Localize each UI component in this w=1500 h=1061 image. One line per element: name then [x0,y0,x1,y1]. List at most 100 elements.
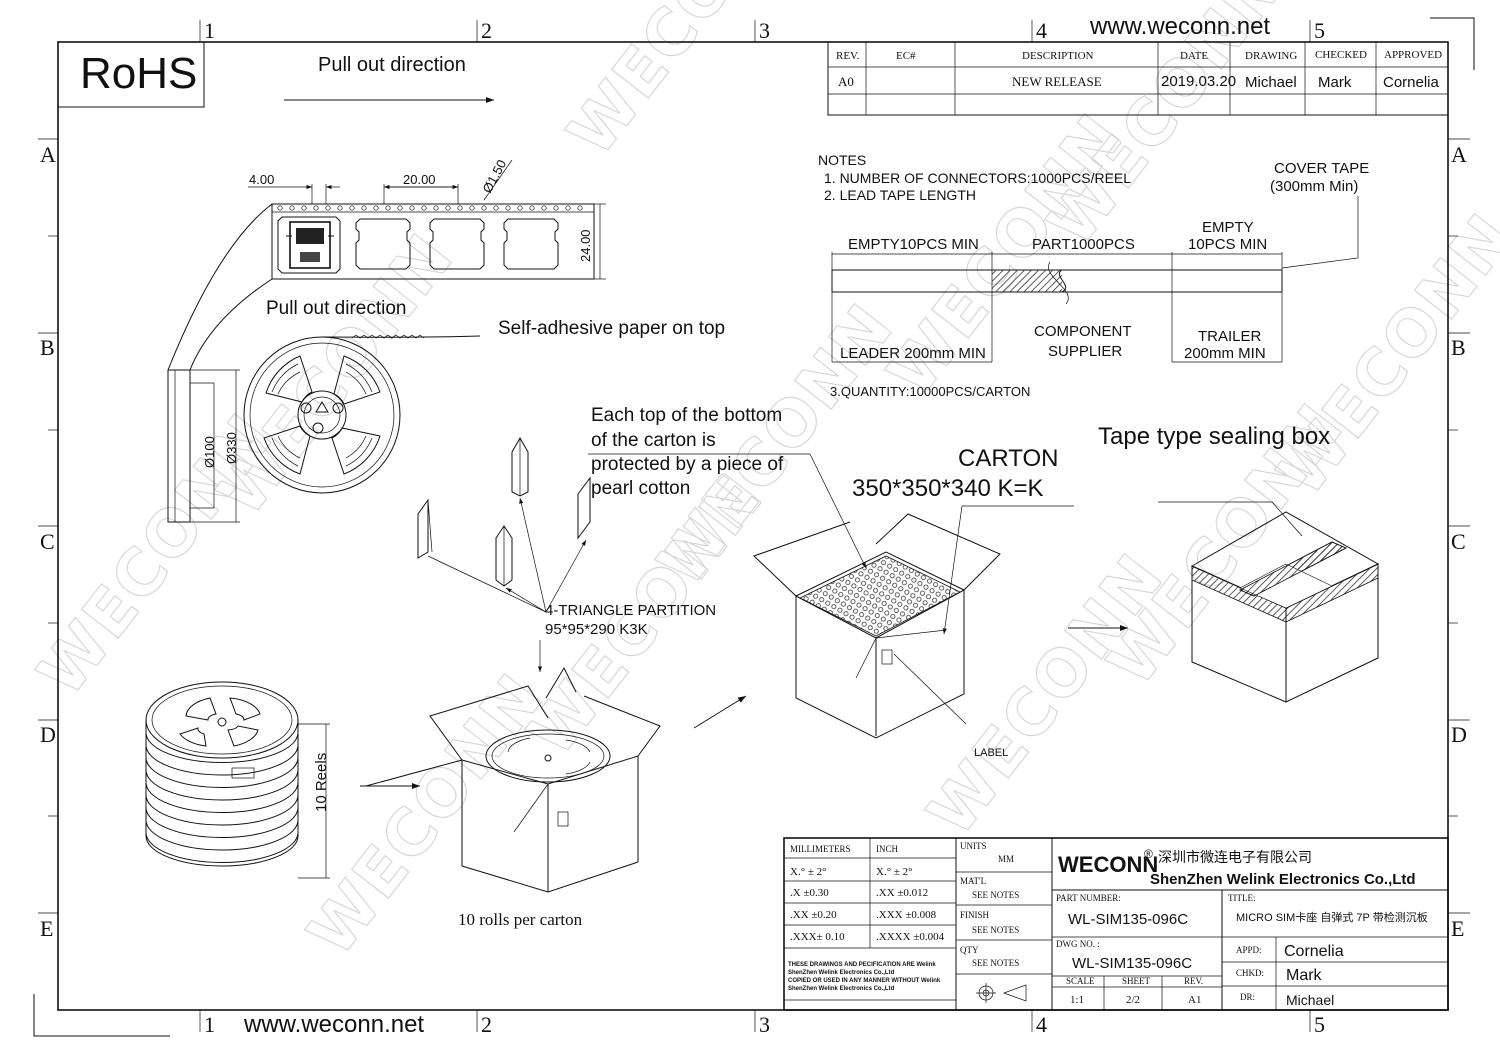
grid-row-e: E [40,916,53,941]
rev-value-rev: A0 [838,74,854,89]
tb-chkd-value: Mark [1286,967,1323,984]
grid-row-c: C [1451,529,1466,554]
sprocket-hole [517,205,523,211]
tb-tol-in-3: .XXXX ±0.004 [876,931,945,943]
rev-header-drawing: DRAWING [1245,50,1297,62]
rev-value-checked: Mark [1318,74,1352,91]
stacked-reel-edge [145,832,299,863]
sprocket-hole [313,205,319,211]
stacked-reel-edge [145,757,299,788]
tb-dr-label: DR: [1240,992,1255,1002]
stacked-reel-edge [145,732,299,763]
tb-tol-in-2: .XXX ±0.008 [876,909,937,921]
grid-labels: 1 2 3 4 5 1 2 3 4 5 A B C D E A B C D E [40,18,1467,1037]
rev-value-date: 2019.03.20 [1161,73,1236,90]
tb-finish-value: SEE NOTES [972,925,1019,935]
tb-dr-value: Michael [1286,992,1334,1008]
sprocket-hole [277,205,283,211]
grid-row-e: E [1451,916,1464,941]
tb-chkd-label: CHKD: [1236,968,1264,978]
stacked-reel-edge [145,782,299,813]
stacked-reel-edge [145,744,299,776]
grid-col-1: 1 [204,18,215,43]
sprocket-hole [577,205,583,211]
tb-units-value: MM [998,854,1014,864]
tb-tol-in-0: X.° ± 2° [876,866,913,878]
pearl-cotton-line-4: pearl cotton [591,478,690,499]
grid-row-d: D [40,722,56,747]
note-1: 1. NUMBER OF CONNECTORS:1000PCS/REEL [824,170,1131,186]
pull-out-direction-tape: Pull out direction [266,298,406,319]
tb-matl-label: MAT'L [960,876,986,886]
tb-tol-mm-2: .XX ±0.20 [790,909,837,921]
sprocket-hole [301,205,307,211]
rohs-box [57,41,205,108]
tb-qty-label: QTY [960,945,979,955]
tb-brand-logo: WECONN [1058,852,1158,877]
watermark-text: WECONN [914,540,1178,849]
notes-title: NOTES [818,152,866,168]
dim-hub-diameter: Ø100 [202,436,217,468]
partition-label: 4-TRIANGLE PARTITION [545,602,716,619]
watermark-text: WECONN [554,0,818,170]
pearl-cotton-line-1: Each top of the bottom [591,405,782,426]
sealing-box-label: Tape type sealing box [1098,423,1330,450]
cover-tape-min: (300mm Min) [1270,178,1358,195]
sprocket-hole [361,205,367,211]
sprocket-hole [349,205,355,211]
tb-disclaimer-2: ShenZhen Welink Electronics Co.,Ltd [788,970,895,976]
part-count-label: PART1000PCS [1032,236,1135,253]
empty-end-min: 10PCS MIN [1188,236,1267,253]
sprocket-hole [325,205,331,211]
tb-registered-mark: ® [1144,847,1153,861]
tb-sheet-value: 2/2 [1126,994,1140,1006]
grid-row-b: B [1451,335,1466,360]
tb-sheet-label: SHEET [1122,976,1151,986]
cover-tape-label: COVER TAPE [1274,160,1369,177]
tb-disclaimer-1: THESE DRAWINGS AND PECIFICATION ARE Weli… [788,962,936,968]
sprocket-hole [421,205,427,211]
sprocket-hole [481,205,487,211]
sprocket-hole [433,205,439,211]
sealed-carton [1158,501,1380,703]
website-bottom[interactable]: www.weconn.net [243,1011,424,1038]
tb-qty-value: SEE NOTES [972,958,1019,968]
empty-end-label: EMPTY [1202,219,1254,236]
grid-col-5: 5 [1314,1012,1325,1037]
tb-rev-value: A1 [1188,994,1201,1006]
tb-tol-in-1: .XX ±0.012 [876,887,928,899]
grid-col-1: 1 [204,1012,215,1037]
grid-row-d: D [1451,722,1467,747]
sprocket-hole [541,205,547,211]
dim-reel-diameter: Ø330 [224,432,239,464]
pull-out-direction-top: Pull out direction [318,54,466,76]
dim-hole: Ø1.50 [479,157,509,195]
tb-tol-mm-0: X.° ± 2° [790,866,827,878]
sprocket-hole [337,205,343,211]
sprocket-hole [565,205,571,211]
rev-header-date: DATE [1180,50,1208,62]
stacked-reel-edge [145,807,299,838]
rev-header-rev: REV. [836,50,860,62]
website-top[interactable]: www.weconn.net [1089,13,1270,40]
tb-title-label: TITLE: [1228,893,1256,903]
rev-value-approved: Cornelia [1383,74,1440,91]
tb-units-label: UNITS [960,841,987,851]
sprocket-hole [469,205,475,211]
dim-pitch: 20.00 [403,172,436,187]
rev-value-drawing: Michael [1245,74,1297,91]
carton-with-pearl-cotton [753,505,1128,739]
sprocket-hole [385,205,391,211]
tb-company-en: ShenZhen Welink Electronics Co.,Ltd [1150,871,1416,888]
sprocket-hole [397,205,403,211]
reel-drawing [167,334,481,523]
revision-table: REV. EC# DESCRIPTION DATE DRAWING CHECKE… [827,41,1449,116]
tb-finish-label: FINISH [960,910,990,920]
tb-company-cn: 深圳市微连电子有限公司 [1158,849,1312,865]
tb-appd-label: APPD: [1236,945,1262,955]
tb-part-value: WL-SIM135-096C [1068,911,1188,928]
tb-scale-label: SCALE [1066,976,1095,986]
tb-disclaimer-4: ShenZhen Welink Electronics Co.,Ltd [788,986,895,992]
grid-row-c: C [40,529,55,554]
